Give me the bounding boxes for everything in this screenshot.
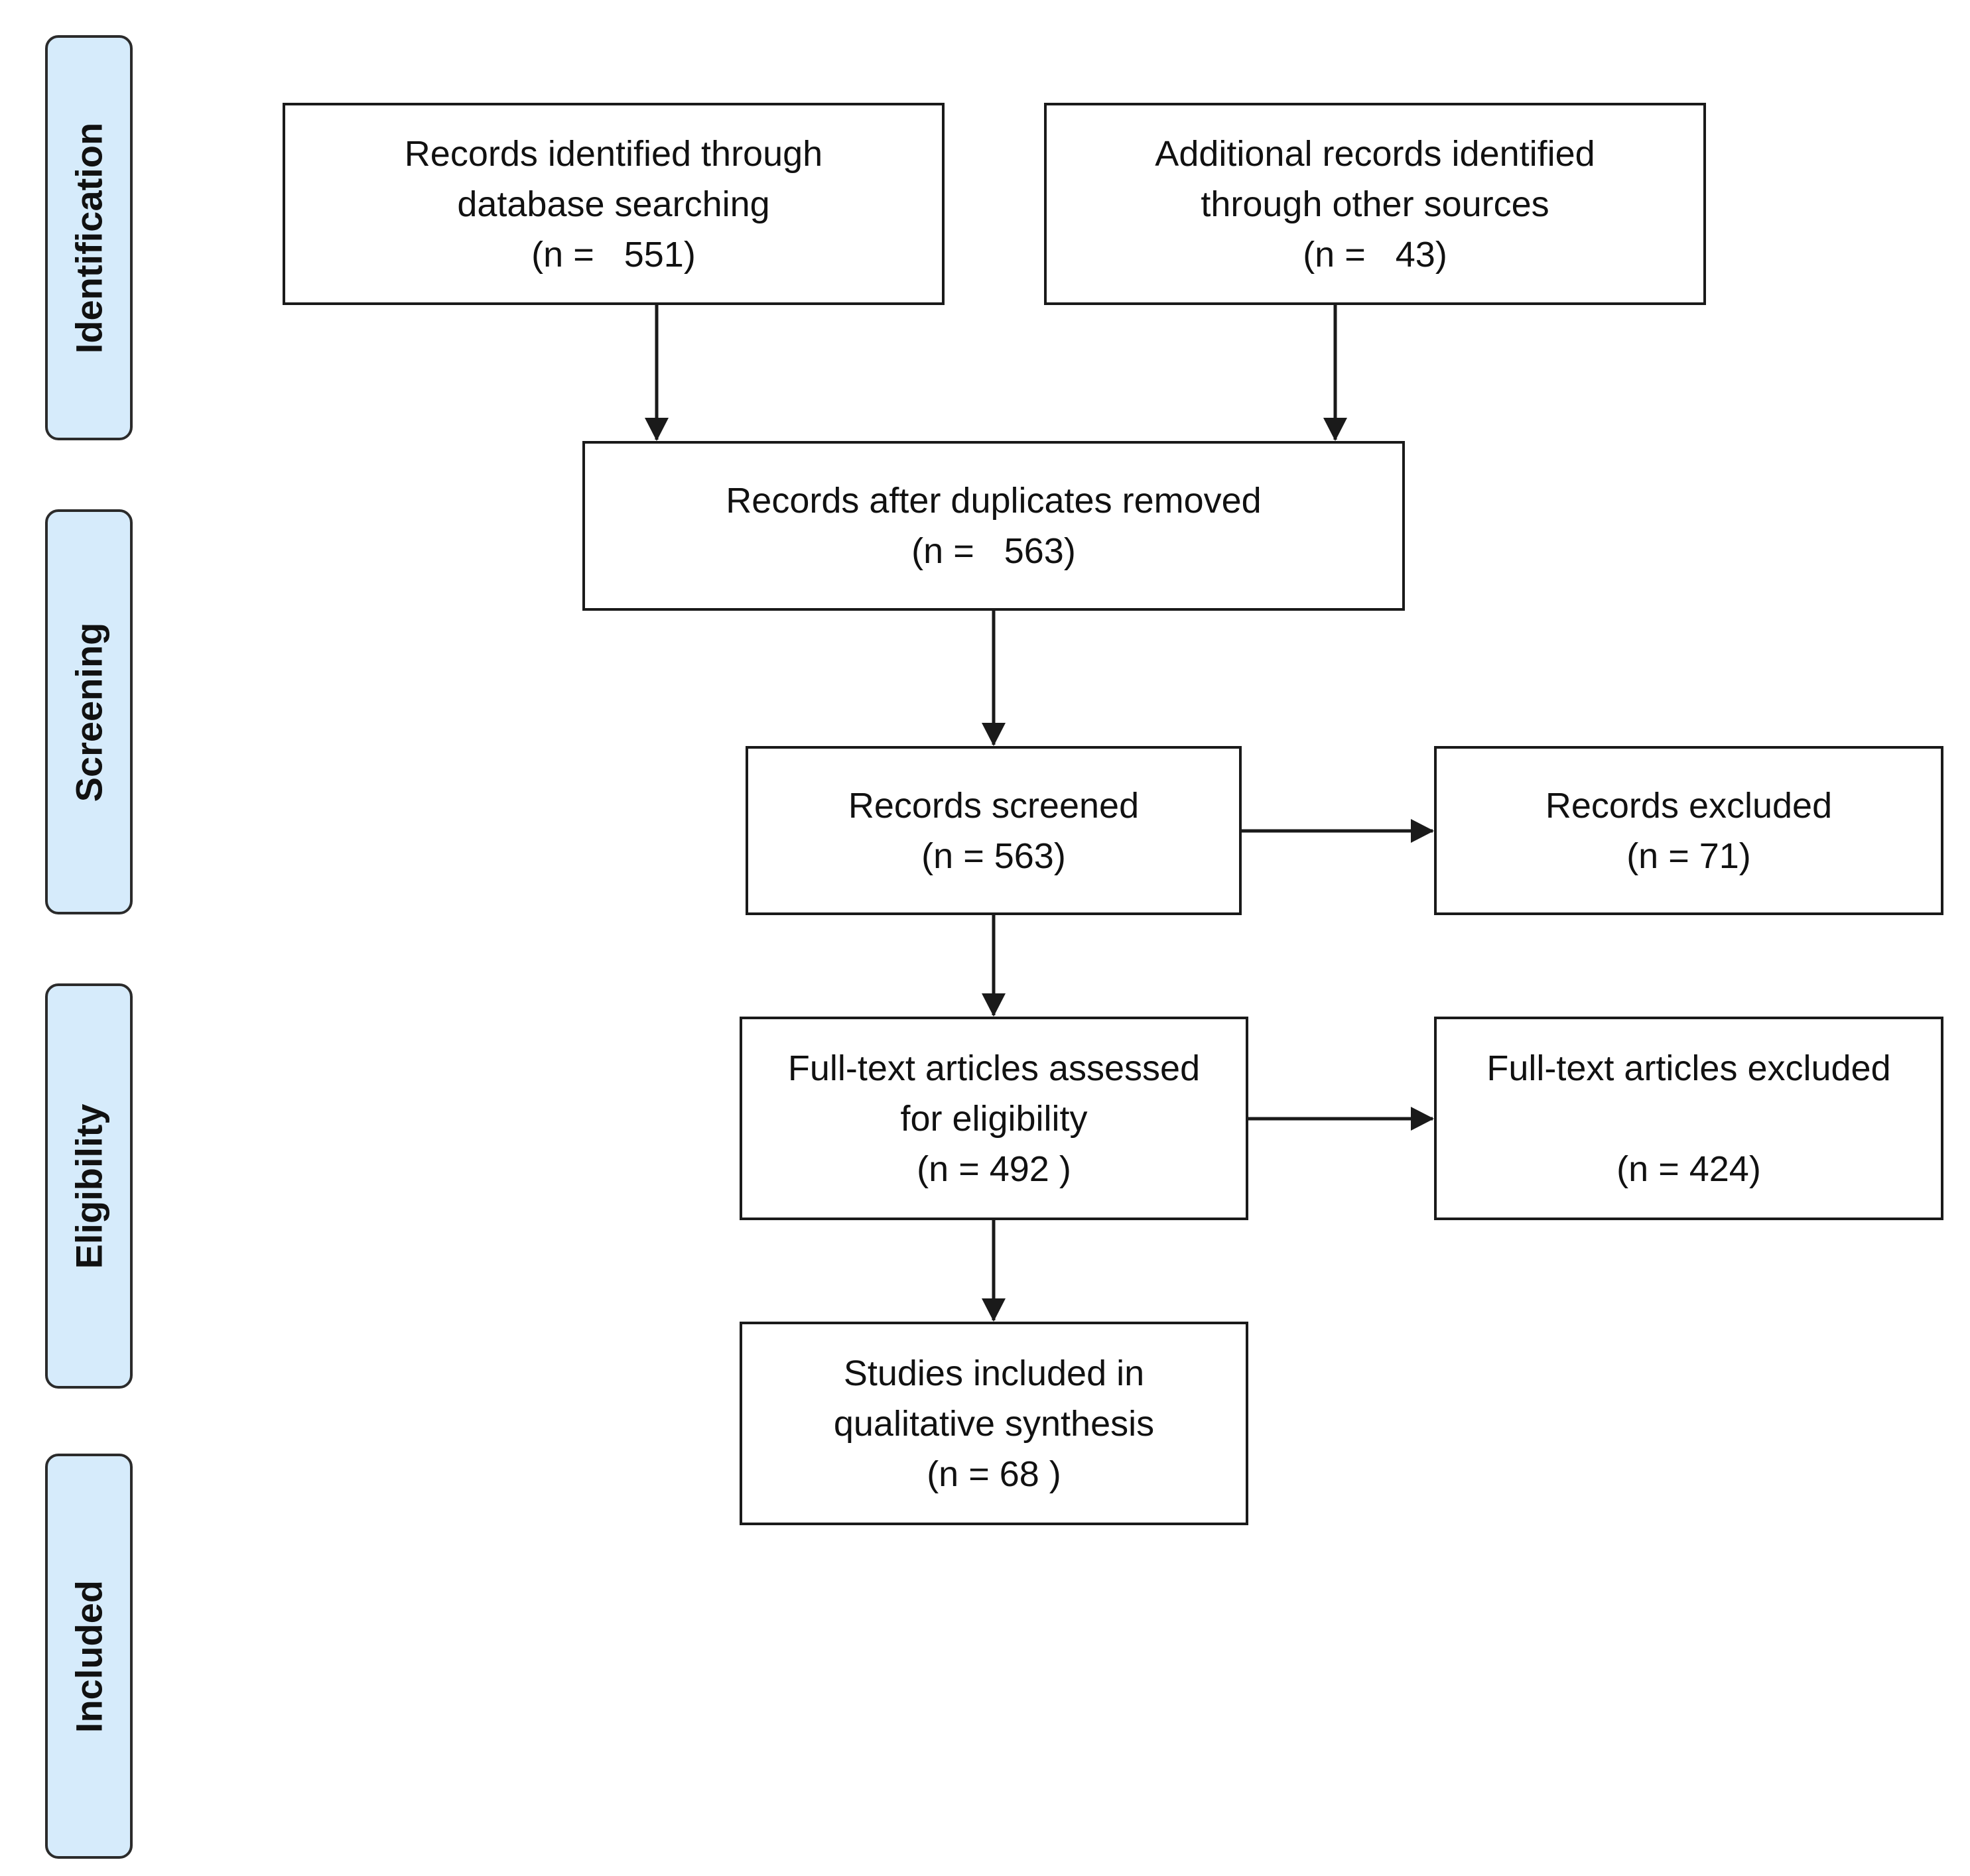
arrowhead-other-to-dup — [1323, 418, 1347, 441]
arrowhead-screened-to-excluded — [1411, 819, 1434, 843]
box-count: (n = 563) — [921, 836, 1066, 876]
box-line: Full-text articles excluded — [1486, 1048, 1891, 1088]
full-text-excluded-box: Full-text articles excluded (n = 424) — [1434, 1017, 1943, 1220]
box-line: through other sources — [1201, 184, 1549, 224]
box-line: Records after duplicates removed — [726, 481, 1262, 521]
box-count: (n = 68 ) — [927, 1454, 1061, 1494]
stage-screening: Screening — [45, 509, 133, 914]
box-line: for eligibility — [900, 1098, 1088, 1139]
box-line: qualitative synthesis — [833, 1403, 1155, 1444]
records-excluded-box: Records excluded (n = 71) — [1434, 746, 1943, 915]
box-line: Additional records identified — [1155, 133, 1595, 174]
box-line: Records screened — [848, 785, 1140, 826]
arrowhead-fulltext-to-included — [982, 1298, 1006, 1322]
box-count: (n = 43) — [1303, 234, 1447, 275]
studies-included-box: Studies included in qualitative synthesi… — [740, 1322, 1248, 1525]
records-identified-database-box: Records identified through database sear… — [283, 103, 945, 305]
arrowhead-fulltext-to-excluded — [1411, 1107, 1434, 1131]
box-count: (n = 424) — [1616, 1149, 1761, 1189]
duplicates-removed-box: Records after duplicates removed (n = 56… — [582, 441, 1405, 611]
arrowhead-screened-to-fulltext — [982, 993, 1006, 1017]
box-line: Records excluded — [1545, 785, 1833, 826]
box-line: Full-text articles assessed — [787, 1048, 1201, 1088]
stage-eligibility: Eligibility — [45, 983, 133, 1389]
box-count: (n = 563) — [911, 531, 1076, 571]
box-count: (n = 551) — [531, 234, 696, 275]
records-screened-box: Records screened (n = 563) — [746, 746, 1242, 915]
stage-identification: Identification — [45, 35, 133, 440]
arrowhead-db-to-dup — [645, 418, 669, 441]
stage-included: Included — [45, 1454, 133, 1859]
box-count: (n = 492 ) — [917, 1149, 1071, 1189]
box-count: (n = 71) — [1626, 836, 1751, 876]
box-line: database searching — [457, 184, 770, 224]
box-line: Records identified through — [404, 133, 823, 174]
full-text-assessed-box: Full-text articles assessed for eligibil… — [740, 1017, 1248, 1220]
arrowhead-dup-to-screened — [982, 723, 1006, 746]
box-line: Studies included in — [843, 1353, 1145, 1393]
additional-records-box: Additional records identified through ot… — [1044, 103, 1706, 305]
